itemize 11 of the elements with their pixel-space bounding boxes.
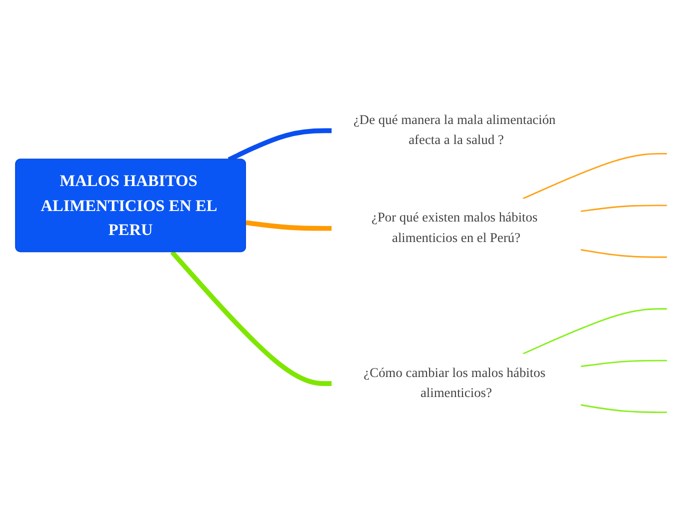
connector <box>580 360 667 368</box>
connector <box>580 204 667 212</box>
connector <box>580 249 667 258</box>
connector <box>522 152 667 200</box>
connector <box>522 308 667 355</box>
node-text: ¿Cómo cambiar los malos hábitos alimenticios? <box>364 366 546 401</box>
node-text: ¿De qué manera la mala alimentación afecta a la salud ? <box>353 113 556 148</box>
connector <box>580 404 667 413</box>
connector <box>246 220 332 231</box>
node-text: ¿Por qué existen malos hábitos alimenticios en el Perú? <box>371 211 538 246</box>
connector <box>170 250 332 386</box>
